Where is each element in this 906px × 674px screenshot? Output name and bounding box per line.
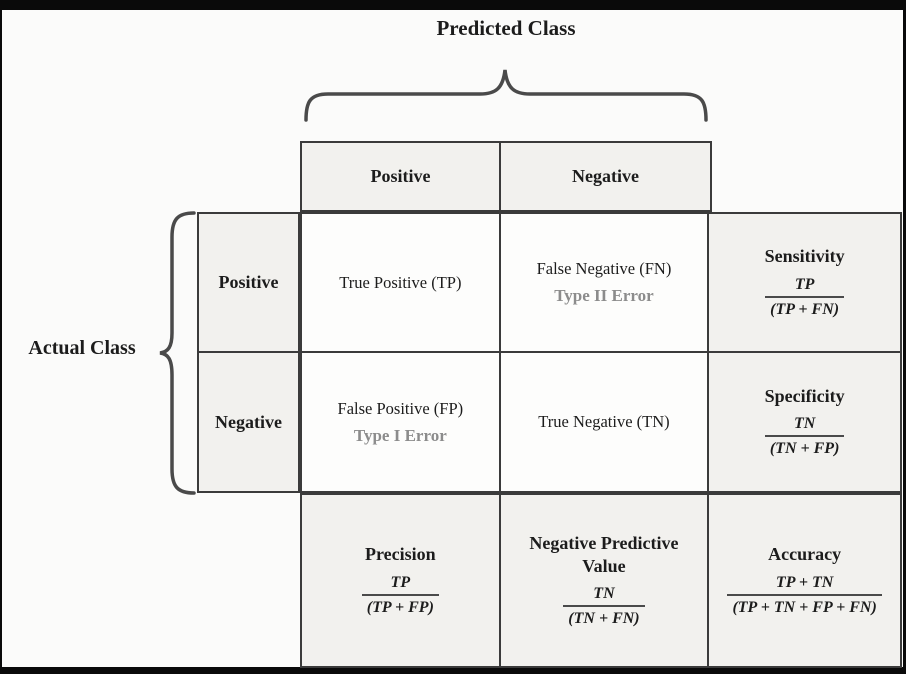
sensitivity-title: Sensitivity xyxy=(764,246,845,267)
sensitivity-denominator: (TP + FN) xyxy=(765,295,845,320)
predicted-class-title: Predicted Class xyxy=(436,16,576,40)
specificity-formula: TN (TN + FP) xyxy=(764,414,845,459)
top-letterbox-bar xyxy=(0,0,906,10)
npv-denominator: (TN + FN) xyxy=(563,605,645,629)
specificity-title: Specificity xyxy=(764,385,845,406)
true-positive-label: True Positive (TP) xyxy=(339,272,462,292)
npv-formula: TN (TN + FN) xyxy=(563,584,645,629)
accuracy-title: Accuracy xyxy=(768,544,842,565)
predicted-header-row: Positive Negative xyxy=(300,141,712,212)
sensitivity-numerator: TP xyxy=(794,275,815,293)
bottom-metrics-row: Precision TP (TP + FP) Negative Predicti… xyxy=(300,493,902,668)
cell-false-positive: False Positive (FP) Type I Error xyxy=(302,353,501,491)
npv-title: Negative Predictive Value xyxy=(529,533,679,576)
cell-false-negative: False Negative (FN) Type II Error xyxy=(500,214,710,354)
metric-specificity: Specificity TN (TN + FP) xyxy=(709,353,900,491)
type-1-error-label: Type I Error xyxy=(353,425,447,445)
predicted-positive-header: Positive xyxy=(302,143,502,210)
right-frame-edge xyxy=(903,0,906,674)
bottom-letterbox-bar xyxy=(0,667,906,674)
accuracy-formula: TP + TN (TP + TN + FP + FN) xyxy=(727,573,882,618)
metric-sensitivity: Sensitivity TP (TP + FN) xyxy=(709,214,900,354)
precision-denominator: (TP + FP) xyxy=(361,593,439,618)
matrix-grid: True Positive (TP) False Negative (FN) T… xyxy=(300,212,902,493)
metric-accuracy: Accuracy TP + TN (TP + TN + FP + FN) xyxy=(709,495,900,666)
actual-negative-header: Negative xyxy=(215,411,282,432)
metric-negative-predictive-value: Negative Predictive Value TN (TN + FN) xyxy=(501,495,710,666)
false-negative-label: False Negative (FN) xyxy=(536,259,672,279)
type-2-error-label: Type II Error xyxy=(554,286,654,306)
left-frame-edge xyxy=(0,0,2,674)
accuracy-denominator: (TP + TN + FP + FN) xyxy=(727,593,882,618)
specificity-denominator: (TN + FP) xyxy=(764,435,845,459)
accuracy-numerator: TP + TN xyxy=(775,573,834,591)
cell-true-negative: True Negative (TN) xyxy=(500,353,710,491)
actual-row-labels: Positive Negative xyxy=(197,212,300,493)
precision-formula: TP (TP + FP) xyxy=(361,573,439,618)
left-brace xyxy=(159,211,196,495)
npv-numerator: TN xyxy=(593,585,615,602)
precision-title: Precision xyxy=(365,544,436,565)
true-negative-label: True Negative (TN) xyxy=(538,412,670,432)
false-positive-label: False Positive (FP) xyxy=(337,398,464,418)
predicted-negative-header: Negative xyxy=(572,166,639,186)
sensitivity-formula: TP (TP + FN) xyxy=(765,275,845,320)
actual-positive-header: Positive xyxy=(199,214,298,354)
cell-true-positive: True Positive (TP) xyxy=(302,214,501,354)
precision-numerator: TP xyxy=(390,573,411,591)
actual-class-label: Actual Class xyxy=(28,337,136,359)
specificity-numerator: TN xyxy=(793,415,816,433)
top-brace xyxy=(304,69,708,122)
metric-precision: Precision TP (TP + FP) xyxy=(302,495,501,666)
